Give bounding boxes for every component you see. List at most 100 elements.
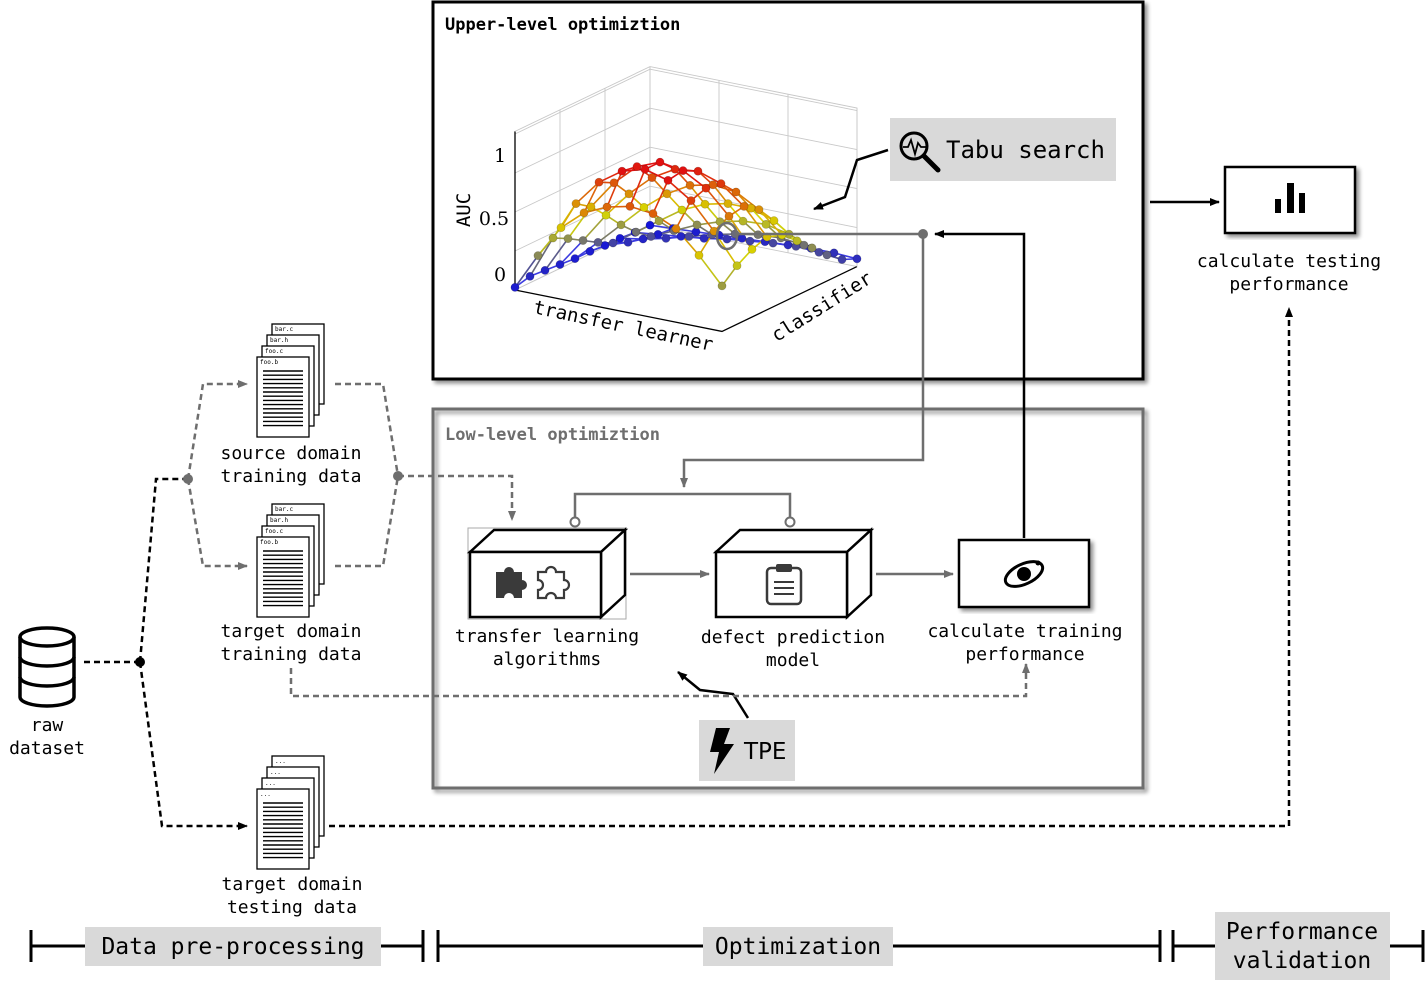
surface-point [822,250,832,260]
document-filename: bar.h [270,517,288,524]
orbit-icon [1003,560,1045,588]
document-filename: ... [265,780,276,787]
z-tick-0: 0 [494,264,506,286]
z-tick-0.5: 0.5 [479,208,509,230]
config-feed-line [680,234,925,488]
surface-point [852,254,862,264]
surface-point [792,236,802,246]
target-test-label-1: target domain [222,874,363,895]
surface-edge [537,227,562,257]
tpe-label: TPE [743,739,786,765]
surface-point [837,255,847,264]
surface-point [692,220,702,230]
document-filename: ... [270,769,281,776]
surface-point [579,208,589,218]
surface-edge [559,239,584,266]
surface-point [814,247,824,257]
surface-point [699,233,709,243]
surface-edge [675,200,692,229]
bar-chart-icon [1275,183,1305,213]
lightning-bolt-icon [710,728,734,774]
surface-point [593,237,603,247]
surface-point [578,236,588,245]
defect-model-cube [712,527,875,620]
surface-point [731,187,741,197]
surface-point [700,199,710,209]
surface-point [638,234,648,244]
surface-point [632,162,642,171]
surface-point [623,237,633,247]
surface-point [694,250,704,260]
surface-point [646,232,656,241]
surface-point [799,240,809,250]
surface-point [738,216,748,226]
surface-point [732,261,742,271]
testperf-label-1: calculate testing [1197,251,1381,272]
surface-point [677,205,687,215]
surface-edge [644,168,669,182]
surface-edge [544,238,569,271]
surface-edge [605,193,630,216]
surface-edge [597,224,622,244]
surface-point [739,201,749,211]
surface-edge [583,181,600,214]
target-train-label-1: target domain [221,621,362,642]
tabu-search-tag: Tabu search [890,118,1116,181]
surface-point [654,216,664,226]
surface-point [747,244,757,254]
defect-label-1: defect prediction [701,627,885,648]
surface-point [724,211,734,221]
trainperf-feedback-arrow [934,230,1026,538]
surface-edge [705,187,730,217]
surface-point [625,201,635,211]
transfer-label-2: algorithms [493,649,601,670]
surface-point [768,238,778,248]
selected-configuration-marker [715,221,739,251]
surface-edge [629,169,646,207]
config-split-bracket [573,492,792,518]
node-labels: raw dataset source domain training data … [9,251,1381,918]
surface-edge [590,182,615,208]
surface-edge [721,265,738,287]
surface-point [608,238,618,248]
surface-point [754,205,764,214]
low-level-title: Low-level optimiztion [445,425,660,445]
raw-dataset-label-2: dataset [9,738,85,759]
document-filename: ... [260,791,271,798]
phase-validation-2: validation [1233,948,1371,974]
surface-point [684,232,694,241]
surface-point [745,236,755,246]
transfer-label-1: transfer learning [455,626,639,647]
surface-point [594,177,604,187]
low-level-box: Low-level optimiztion [431,407,1145,790]
surface-point [602,202,612,212]
surface-edge [682,169,707,189]
raw-dataset-flows [84,307,1293,830]
surface-edge [690,200,715,232]
surface-point [717,281,727,291]
surface-point [663,175,673,185]
surface-point [783,240,793,250]
surface-point [556,223,566,233]
surface-point [555,260,565,269]
target-test-document-stack: ............ [256,755,325,870]
phase-preprocessing: Data pre-processing [101,934,364,960]
document-sheet: foo.b [256,536,310,618]
source-data-label-1: source domain [221,443,362,464]
surface-point [769,216,779,225]
surface-edge [582,214,607,242]
surface-point [716,179,726,188]
raw-dataset-label-1: raw [31,715,64,736]
database-icon [18,626,76,708]
surface-point [648,209,658,218]
surface-point [737,233,747,243]
document-filename: foo.b [260,359,278,366]
tpe-pointer-arrow [677,671,750,719]
tabu-pointer-arrow [813,148,889,211]
document-filename: foo.c [265,528,283,535]
surface-point [585,246,595,256]
document-filename: bar.c [275,326,293,333]
document-sheet: foo.b [256,356,310,438]
surface-point [722,234,732,244]
